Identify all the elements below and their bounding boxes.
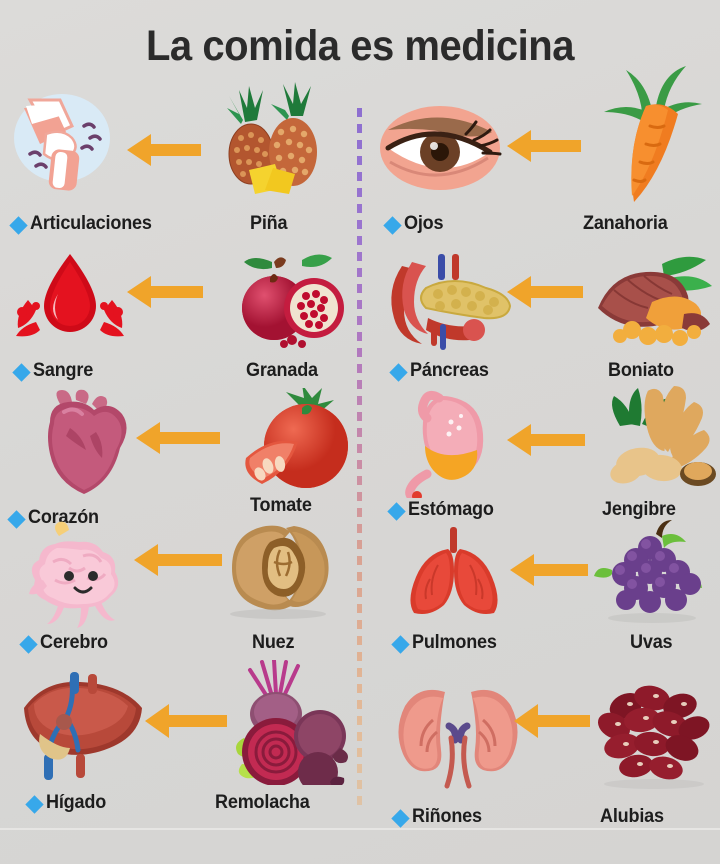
left-arrow-icon (125, 272, 205, 317)
left-arrow-icon (132, 540, 224, 585)
blue-diamond-icon (383, 216, 402, 235)
pomegranate-icon (228, 248, 350, 353)
left-arrow-icon (505, 420, 587, 465)
organ-label: Corazón (28, 507, 99, 528)
food-label: Alubias (600, 806, 664, 827)
food-label: Jengibre (602, 499, 676, 520)
food-label: Remolacha (215, 792, 310, 813)
organ-label: Cerebro (40, 632, 108, 653)
bottom-divider (0, 828, 720, 830)
left-arrow-icon (508, 550, 590, 595)
blue-diamond-icon (391, 635, 410, 654)
food-label: Nuez (252, 632, 295, 653)
blue-diamond-icon (19, 635, 38, 654)
knee-joint-icon (10, 88, 128, 196)
heart-icon (30, 388, 135, 498)
blue-diamond-icon (7, 510, 26, 529)
food-label: Piña (250, 213, 288, 234)
stomach-icon (395, 388, 505, 498)
carrot-icon (590, 62, 710, 207)
organ-label: Estómago (408, 499, 494, 520)
left-arrow-icon (512, 700, 592, 747)
left-arrow-icon (505, 272, 585, 317)
food-label: Zanahoria (583, 213, 668, 234)
blue-diamond-icon (25, 795, 44, 814)
food-label: Tomate (250, 495, 312, 516)
kidneys-icon (393, 680, 523, 790)
blue-diamond-icon (9, 216, 28, 235)
blue-diamond-icon (391, 809, 410, 828)
organ-label: Sangre (33, 360, 94, 381)
kidney-beans-icon (590, 672, 715, 790)
eye-icon (378, 100, 503, 195)
blue-diamond-icon (387, 502, 406, 521)
vertical-dashed-divider (357, 108, 362, 808)
lungs-icon (400, 525, 508, 615)
food-label: Uvas (630, 632, 673, 653)
blue-diamond-icon (389, 363, 408, 382)
tomato-icon (240, 388, 355, 498)
left-arrow-icon (125, 130, 203, 175)
left-arrow-icon (505, 126, 583, 171)
liver-icon (14, 668, 154, 788)
beetroot-icon (228, 660, 350, 785)
organ-label: Ojos (404, 213, 444, 234)
organ-label: Articulaciones (30, 213, 152, 234)
grapes-icon (592, 518, 710, 626)
walnut-icon (218, 520, 336, 620)
food-label: Granada (246, 360, 318, 381)
left-arrow-icon (134, 418, 222, 463)
left-arrow-icon (143, 700, 229, 747)
page-title: La comida es medicina (145, 22, 575, 70)
brain-icon (25, 518, 135, 628)
organ-label: Riñones (412, 806, 482, 827)
food-label: Boniato (608, 360, 674, 381)
ginger-icon (590, 380, 718, 495)
pancreas-icon (378, 248, 518, 353)
organ-label: Pulmones (412, 632, 497, 653)
blood-drop-icon (10, 248, 130, 348)
blue-diamond-icon (12, 363, 31, 382)
organ-label: Hígado (46, 792, 107, 813)
organ-label: Páncreas (410, 360, 489, 381)
sweet-potato-icon (588, 246, 716, 354)
pineapple-icon (205, 82, 325, 202)
